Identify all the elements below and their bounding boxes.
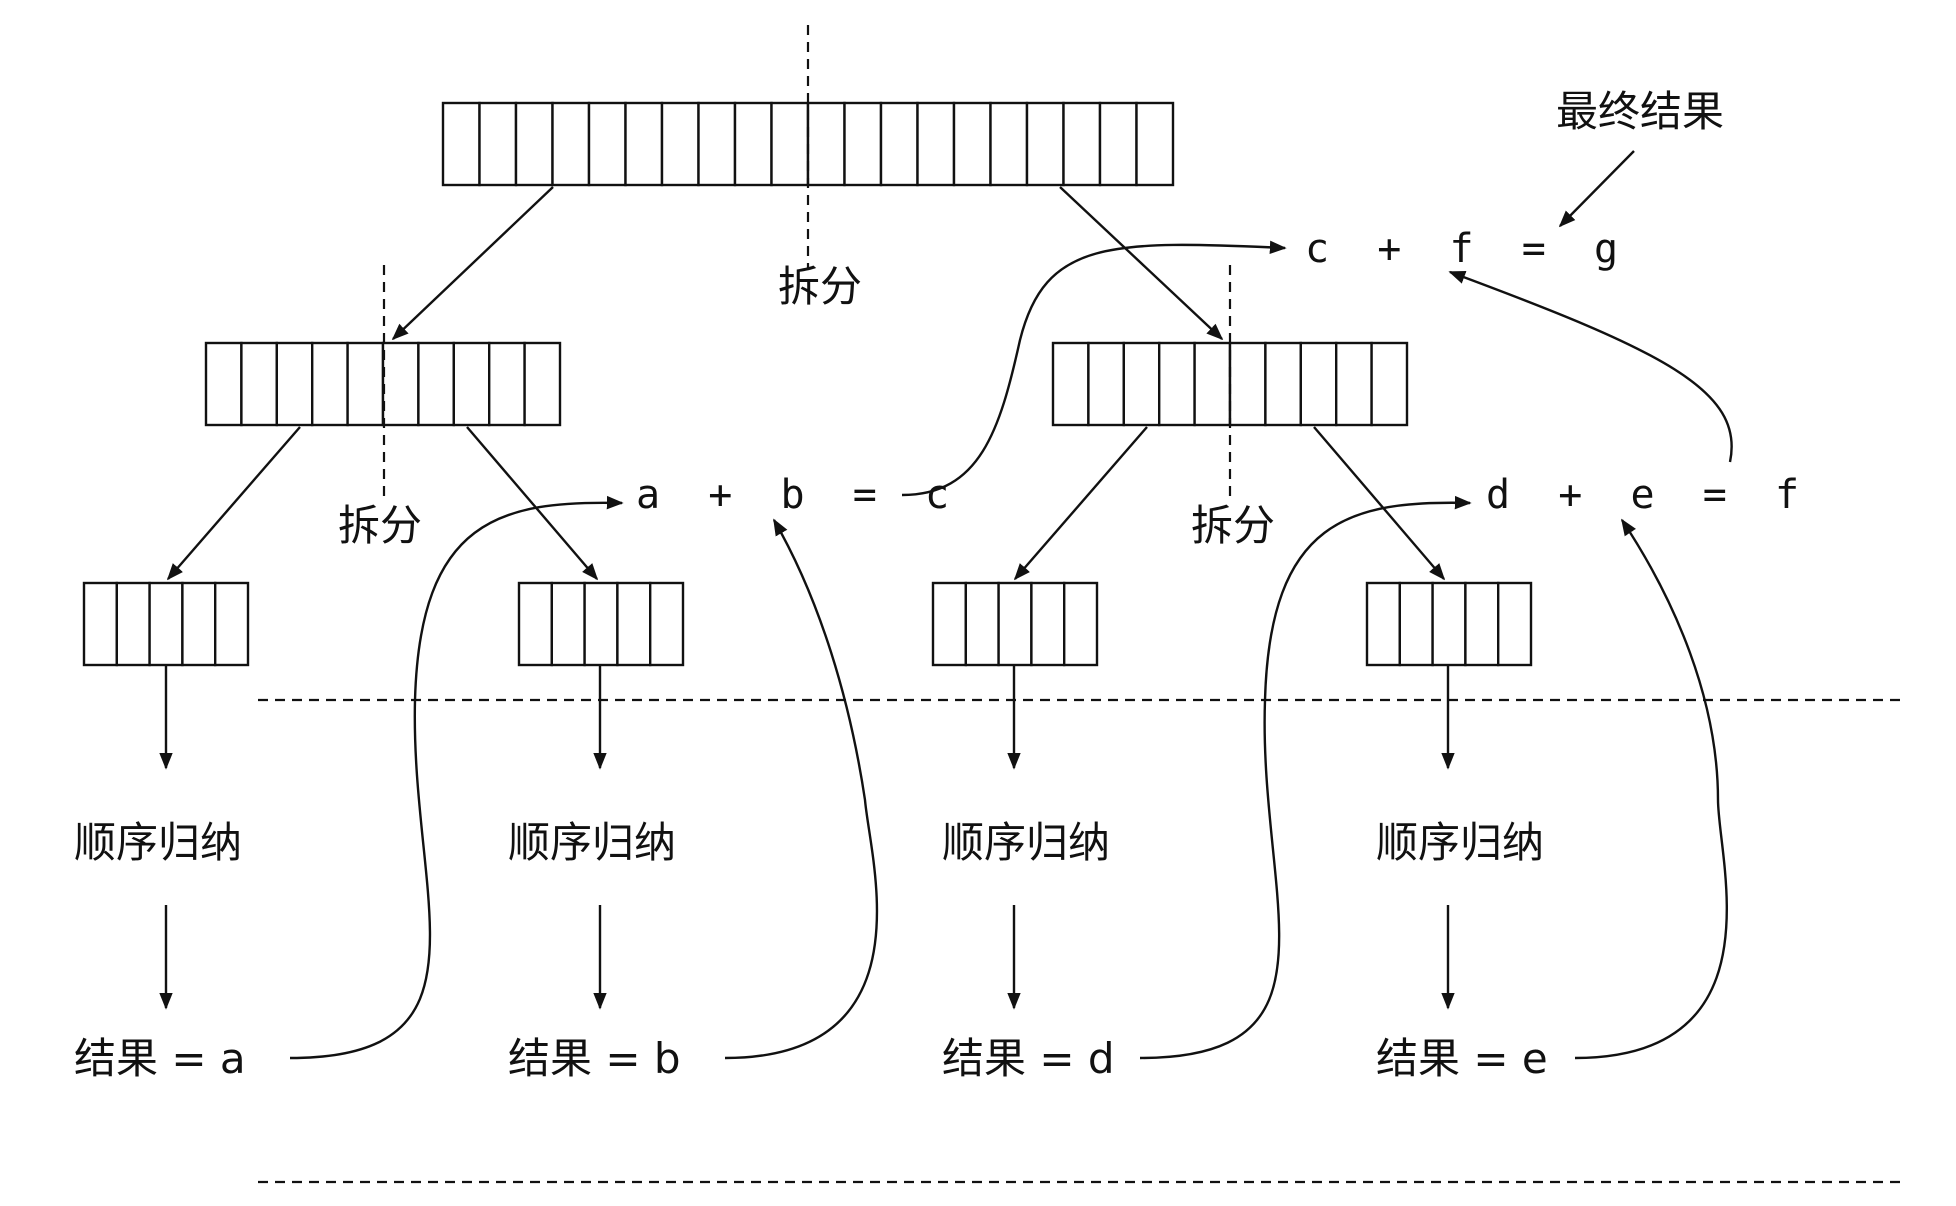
right-subarray xyxy=(1051,341,1409,427)
array-cell xyxy=(616,581,652,667)
array-cell xyxy=(1334,341,1373,427)
final-result-label: 最终结果 xyxy=(1556,87,1724,136)
array-cell xyxy=(1122,341,1161,427)
array-cell xyxy=(1228,341,1267,427)
leaf-array-2 xyxy=(517,581,685,667)
combine-curve-c xyxy=(901,240,1287,497)
result-label-d: 结果 = d xyxy=(942,1034,1115,1083)
array-cell xyxy=(843,101,883,187)
array-cell xyxy=(82,581,118,667)
left-subarray xyxy=(204,341,562,427)
result-label-e: 结果 = e xyxy=(1376,1034,1548,1083)
sequential-reduce-label-4: 顺序归纳 xyxy=(1376,818,1544,867)
split-arrow-root-right xyxy=(1059,186,1224,341)
combine-curve-e xyxy=(1574,518,1728,1060)
array-cell xyxy=(879,101,919,187)
split-arrow-left-leaf1 xyxy=(166,426,301,581)
array-cell xyxy=(441,101,481,187)
array-cell xyxy=(550,581,586,667)
array-cell xyxy=(770,101,810,187)
array-cell xyxy=(523,341,562,427)
array-cell xyxy=(1062,101,1102,187)
combine-curve-b xyxy=(724,518,879,1060)
array-cell xyxy=(551,101,591,187)
combine-curve-d xyxy=(1139,495,1472,1060)
sequential-reduce-label-1: 顺序归纳 xyxy=(74,818,242,867)
array-cell xyxy=(240,341,278,427)
array-cell xyxy=(311,341,349,427)
final-result-arrow xyxy=(1558,150,1635,228)
array-cell xyxy=(1370,341,1409,427)
split-arrow-right-leaf4 xyxy=(1313,426,1446,581)
array-cell xyxy=(1025,101,1065,187)
array-cell xyxy=(624,101,664,187)
array-cell xyxy=(952,101,992,187)
array-cell xyxy=(733,101,773,187)
array-cell xyxy=(1398,581,1434,667)
sequential-reduce-label-3: 顺序归纳 xyxy=(942,818,1110,867)
array-cell xyxy=(478,101,518,187)
array-cell xyxy=(381,341,420,427)
array-cell xyxy=(916,101,956,187)
array-cell xyxy=(1264,341,1303,427)
array-cell xyxy=(1464,581,1500,667)
array-cell xyxy=(115,581,151,667)
array-cell xyxy=(417,341,455,427)
array-cell xyxy=(1431,581,1467,667)
array-cell xyxy=(989,101,1029,187)
split-label-right: 拆分 xyxy=(1191,501,1275,550)
leaf-array-3 xyxy=(931,581,1099,667)
array-cell xyxy=(181,581,217,667)
split-arrow-root-left xyxy=(391,186,554,341)
array-cell xyxy=(1062,581,1099,667)
sequential-reduce-label-2: 顺序归纳 xyxy=(508,818,676,867)
array-cell xyxy=(964,581,1000,667)
array-cell xyxy=(997,581,1033,667)
array-cell xyxy=(1299,341,1338,427)
root-array xyxy=(441,101,1175,187)
array-cell xyxy=(1087,341,1126,427)
array-cell xyxy=(1135,101,1175,187)
array-cell xyxy=(1365,581,1401,667)
result-label-b: 结果 = b xyxy=(508,1034,681,1083)
array-cell xyxy=(452,341,491,427)
array-cell xyxy=(488,341,526,427)
array-cell xyxy=(213,581,250,667)
split-arrow-left-leaf2 xyxy=(466,426,599,581)
array-cell xyxy=(517,581,553,667)
array-cell xyxy=(204,341,243,427)
split-label-root: 拆分 xyxy=(778,262,862,311)
result-label-a: 结果 = a xyxy=(74,1034,246,1083)
array-cell xyxy=(275,341,314,427)
array-cell xyxy=(1051,341,1090,427)
array-cell xyxy=(806,101,846,187)
array-cell xyxy=(148,581,184,667)
array-cell xyxy=(346,341,385,427)
array-cell xyxy=(649,581,685,667)
split-label-left: 拆分 xyxy=(338,501,422,550)
combine-curve-f xyxy=(1448,270,1733,463)
array-cell xyxy=(583,581,619,667)
leaf-array-1 xyxy=(82,581,250,667)
array-cell xyxy=(931,581,967,667)
split-arrow-right-leaf3 xyxy=(1013,426,1148,581)
equation-cf: c + f = g xyxy=(1305,226,1618,272)
array-cell xyxy=(1193,341,1232,427)
equation-de: d + e = f xyxy=(1486,472,1799,518)
equation-ab: a + b = c xyxy=(636,472,949,518)
leaf-array-4 xyxy=(1365,581,1533,667)
combine-curve-a xyxy=(289,495,624,1060)
array-cell xyxy=(514,101,554,187)
array-cell xyxy=(1496,581,1533,667)
array-cell xyxy=(660,101,700,187)
array-cell xyxy=(1030,581,1066,667)
array-cell xyxy=(1098,101,1138,187)
array-cell xyxy=(1157,341,1196,427)
array-cell xyxy=(697,101,737,187)
array-cell xyxy=(587,101,627,187)
